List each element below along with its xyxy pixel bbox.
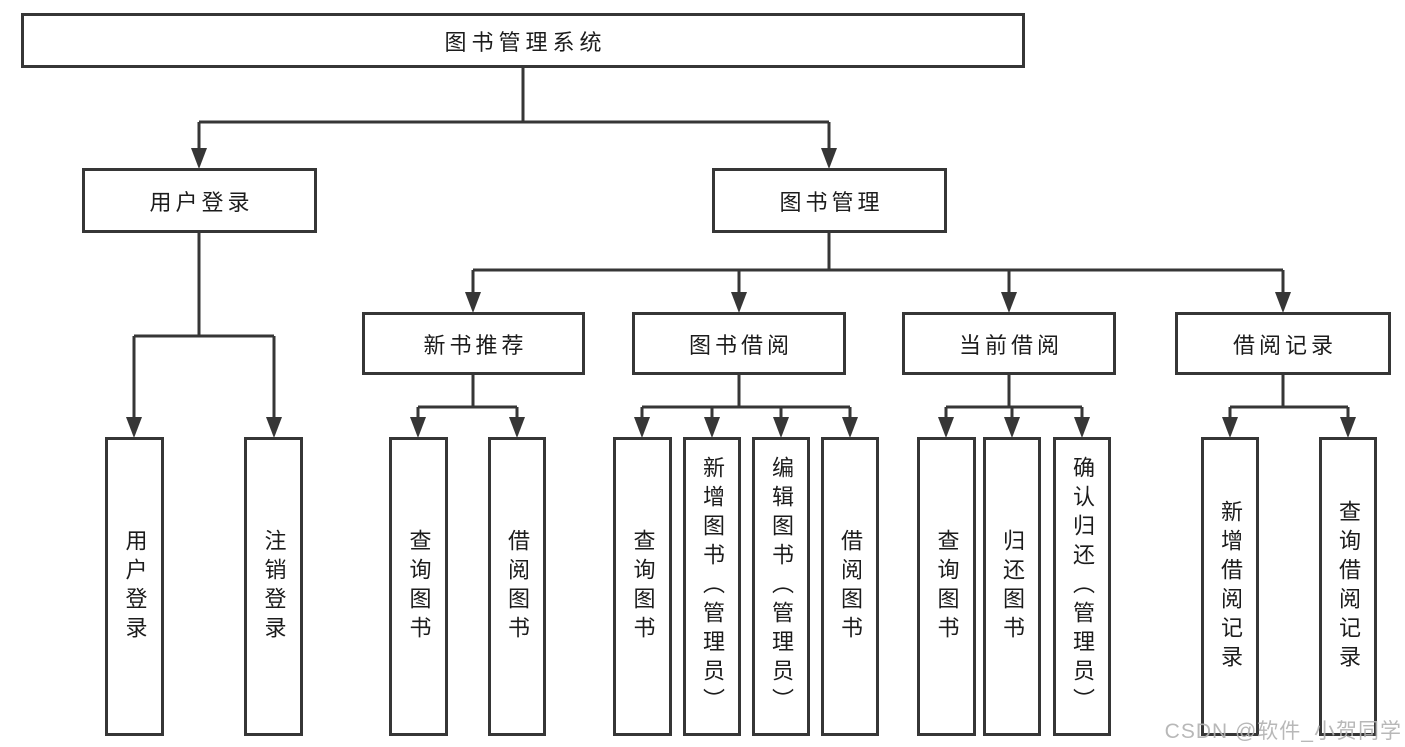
arrowhead [821, 148, 837, 169]
leaf-label: 归还图书 [1000, 528, 1025, 645]
arrowhead [509, 417, 525, 438]
leaf-label: 查询图书 [934, 528, 960, 645]
leaf-label: 查询借阅记录 [1336, 499, 1361, 674]
arrowhead [773, 417, 789, 438]
arrowhead [1001, 292, 1017, 313]
arrowhead [842, 417, 858, 438]
leaf-edit-book-admin: 编辑图书（管理员） [752, 437, 810, 736]
leaf-label: 注销登录 [261, 528, 287, 645]
leaf-user-login: 用户登录 [105, 437, 164, 736]
connector-user-login-branch [126, 233, 282, 438]
leaf-label: 借阅图书 [838, 528, 863, 645]
arrowhead [191, 148, 207, 169]
arrowhead [1074, 417, 1090, 438]
leaf-label: 查询图书 [630, 528, 656, 645]
connector-book-borrow-branch [634, 375, 858, 438]
node-borrow-records: 借阅记录 [1175, 312, 1391, 375]
leaf-borrow-books: 借阅图书 [821, 437, 879, 736]
arrowhead [1340, 417, 1356, 438]
connector-book-management-branch [465, 233, 1291, 313]
connector-new-book-recommend-branch [410, 375, 525, 438]
connector-current-borrow-branch [938, 375, 1090, 438]
leaf-label: 新增借阅记录 [1218, 499, 1243, 674]
leaf-label: 新增图书（管理员） [700, 456, 725, 717]
node-user-login: 用户登录 [82, 168, 317, 233]
arrowhead [938, 417, 954, 438]
leaf-logout: 注销登录 [244, 437, 303, 736]
leaf-label: 用户登录 [122, 528, 148, 645]
arrowhead [410, 417, 426, 438]
leaf-add-borrow-record: 新增借阅记录 [1201, 437, 1259, 736]
arrowhead [704, 417, 720, 438]
leaf-label: 确认归还（管理员） [1070, 456, 1095, 717]
node-book-borrow: 图书借阅 [632, 312, 846, 375]
connector-root-to-level2 [191, 68, 837, 169]
leaf-query-books-borrow: 查询图书 [613, 437, 672, 736]
arrowhead [1275, 292, 1291, 313]
arrowhead [266, 417, 282, 438]
leaf-label: 编辑图书（管理员） [769, 456, 794, 717]
arrowhead [731, 292, 747, 313]
node-book-management: 图书管理 [712, 168, 947, 233]
connector-borrow-records-branch [1222, 375, 1356, 438]
arrowhead [1222, 417, 1238, 438]
leaf-return-book: 归还图书 [983, 437, 1041, 736]
leaf-borrow-books-recommend: 借阅图书 [488, 437, 546, 736]
arrowhead [126, 417, 142, 438]
leaf-label: 查询图书 [406, 528, 432, 645]
node-library-management-system: 图书管理系统 [21, 13, 1025, 68]
leaf-add-book-admin: 新增图书（管理员） [683, 437, 741, 736]
leaf-label: 借阅图书 [505, 528, 530, 645]
leaf-query-books-current: 查询图书 [917, 437, 976, 736]
leaf-confirm-return-admin: 确认归还（管理员） [1053, 437, 1111, 736]
watermark: CSDN @软件_小贺同学 [1164, 720, 1402, 743]
leaf-query-borrow-record: 查询借阅记录 [1319, 437, 1377, 736]
arrowhead [465, 292, 481, 313]
node-new-book-recommend: 新书推荐 [362, 312, 585, 375]
leaf-query-books-recommend: 查询图书 [389, 437, 448, 736]
node-current-borrow: 当前借阅 [902, 312, 1116, 375]
arrowhead [1004, 417, 1020, 438]
arrowhead [634, 417, 650, 438]
